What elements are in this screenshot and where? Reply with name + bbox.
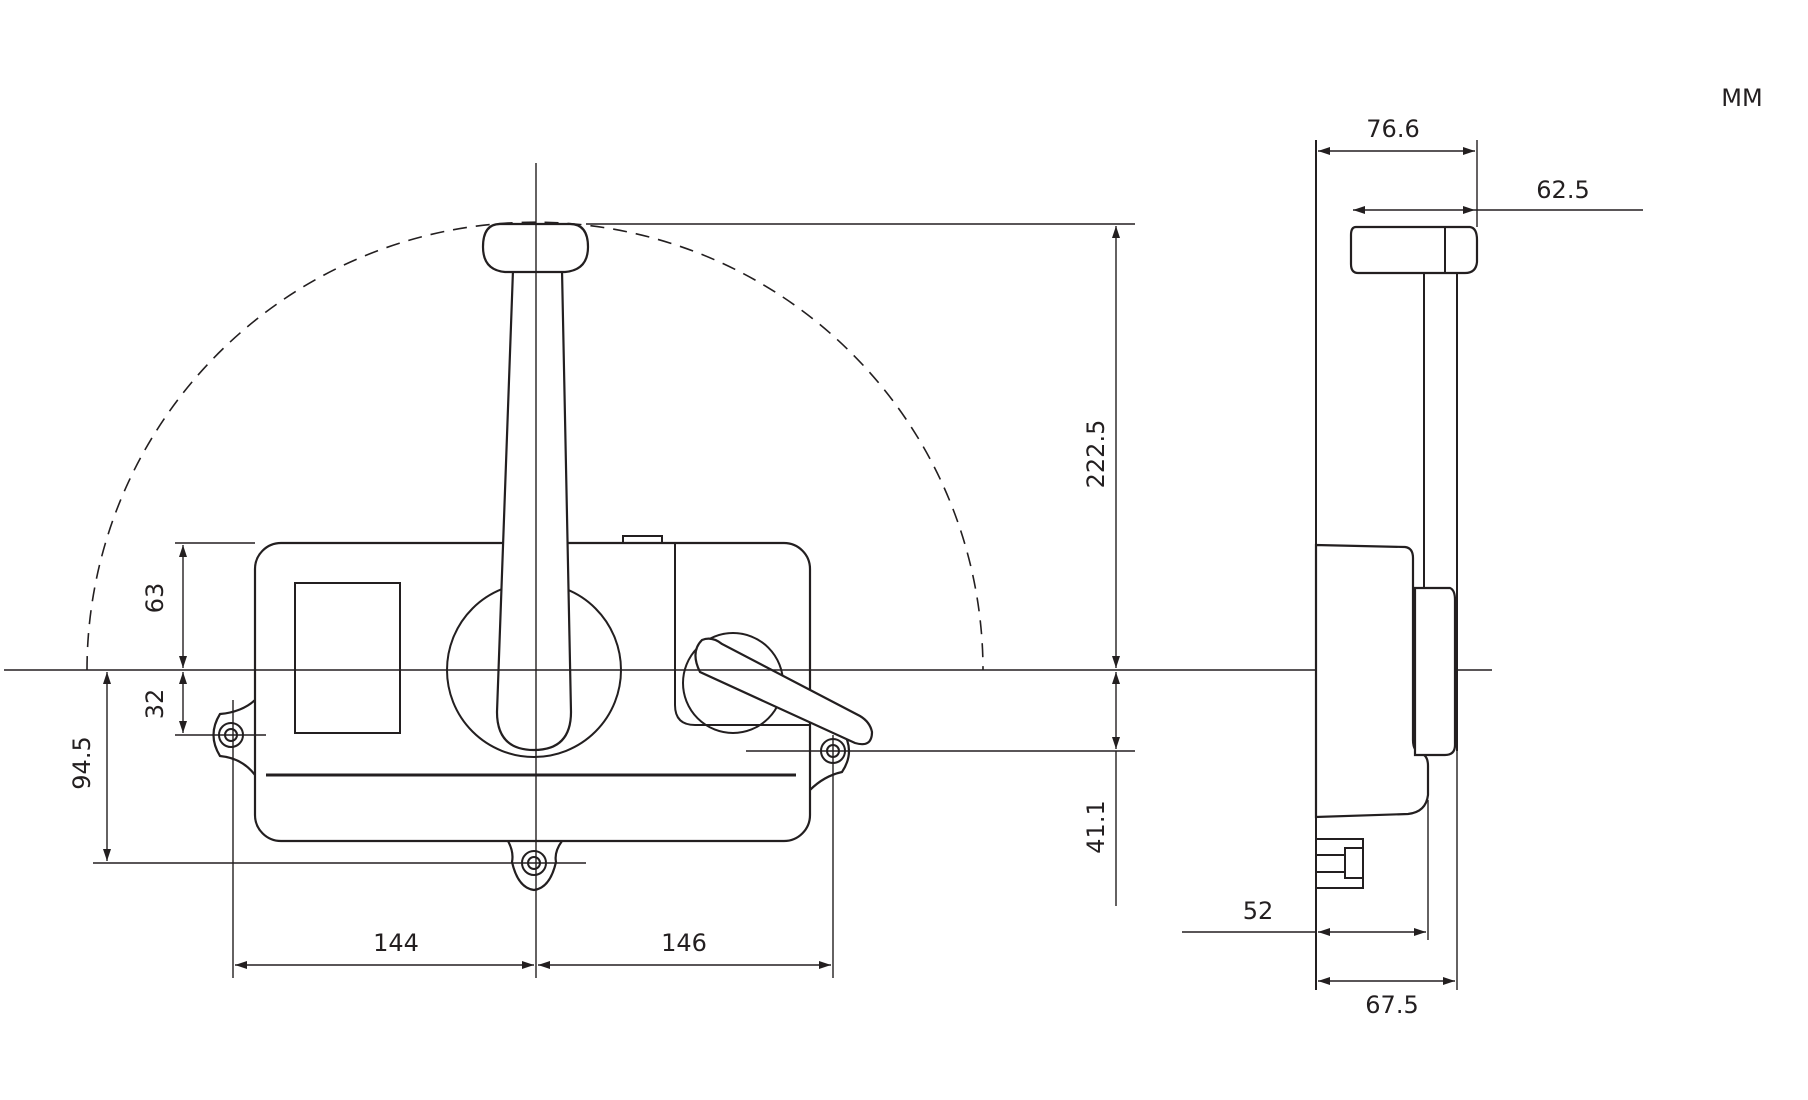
dim-41-1: 41.1 [1082, 800, 1110, 853]
cable-connector [1315, 838, 1364, 889]
side-flange [1413, 586, 1457, 757]
dim-222-5: 222.5 [1082, 420, 1110, 489]
neutral-lock-lever [694, 637, 874, 746]
lever-swing-arc [86, 221, 984, 671]
top-tab [622, 535, 663, 544]
dim-94-5: 94.5 [68, 736, 96, 789]
lever-arm [495, 268, 573, 752]
side-handle [1349, 225, 1479, 275]
side-housing [1314, 543, 1430, 819]
label-window [294, 582, 401, 734]
dim-144: 144 [373, 929, 419, 957]
front-view: 222.5 41.1 63 32 94.5 144 146 [4, 163, 1492, 978]
dim-146: 146 [661, 929, 707, 957]
side-view: 76.6 62.5 52 67.5 [1182, 115, 1643, 1019]
control-lever [481, 222, 590, 752]
dim-62-5: 62.5 [1536, 176, 1589, 204]
dim-32: 32 [141, 689, 169, 720]
dim-52: 52 [1243, 897, 1274, 925]
dim-63: 63 [141, 583, 169, 614]
bottom-mount-ear [507, 840, 563, 892]
unit-label: MM [1721, 84, 1762, 112]
dim-67-5: 67.5 [1365, 991, 1418, 1019]
neutral-lock-section [674, 543, 810, 726]
dim-76-6: 76.6 [1366, 115, 1419, 143]
